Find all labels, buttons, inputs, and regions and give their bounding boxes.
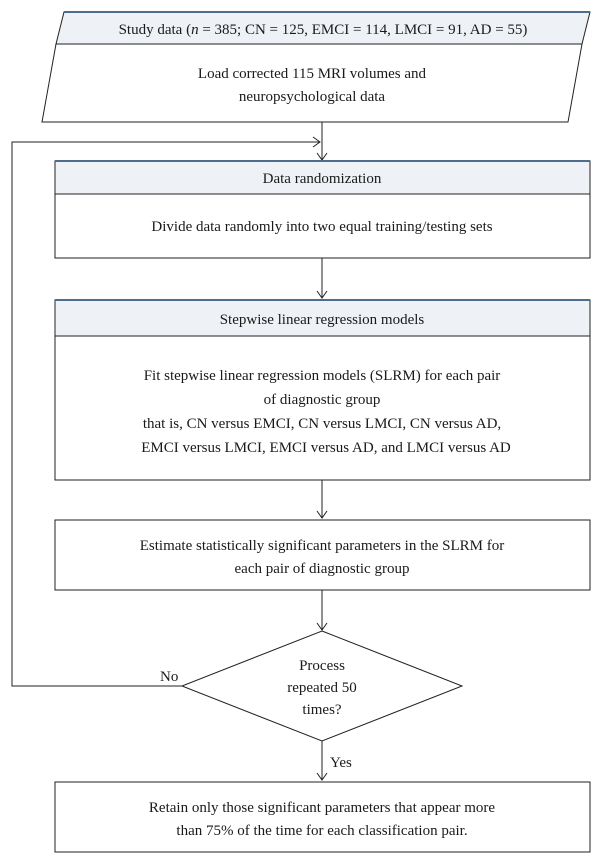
study-data-header-text: Study data (n = 385; CN = 125, EMCI = 11… <box>119 22 528 38</box>
decision-line-3: times? <box>302 702 341 718</box>
regression-body-box <box>54 335 591 481</box>
estimate-line-2: each pair of diagnostic group <box>235 561 410 577</box>
arrowhead-2 <box>316 290 328 299</box>
arrowhead-5 <box>316 772 328 781</box>
load-data-parallelogram <box>41 43 583 123</box>
arrowhead-4 <box>316 622 328 631</box>
yes-label: Yes <box>330 755 352 771</box>
decision-line-2: repeated 50 <box>287 680 357 696</box>
randomization-header-text: Data randomization <box>263 171 382 187</box>
decision-line-1: Process <box>299 658 345 674</box>
retain-line-1: Retain only those significant parameters… <box>149 800 495 816</box>
retain-line-2: than 75% of the time for each classifica… <box>176 823 467 839</box>
retain-box <box>54 781 591 853</box>
randomization-header-box <box>54 160 591 195</box>
regression-line-2: of diagnostic group <box>264 392 381 408</box>
arrowhead-loop <box>312 136 321 148</box>
load-data-line-1: Load corrected 115 MRI volumes and <box>198 66 427 82</box>
regression-line-1: Fit stepwise linear regression models (S… <box>144 368 501 384</box>
regression-header-text: Stepwise linear regression models <box>220 312 425 328</box>
randomization-body-text: Divide data randomly into two equal trai… <box>151 219 492 235</box>
arrowhead-3 <box>316 510 328 519</box>
estimate-line-1: Estimate statistically significant param… <box>140 538 505 554</box>
load-data-line-2: neuropsychological data <box>239 89 386 105</box>
no-loop-connector <box>11 141 320 687</box>
regression-line-3: that is, CN versus EMCI, CN versus LMCI,… <box>143 416 501 432</box>
randomization-body-box <box>54 193 591 259</box>
no-label: No <box>160 669 178 685</box>
estimate-box <box>54 519 591 591</box>
regression-line-4: EMCI versus LMCI, EMCI versus AD, and LM… <box>141 440 511 456</box>
